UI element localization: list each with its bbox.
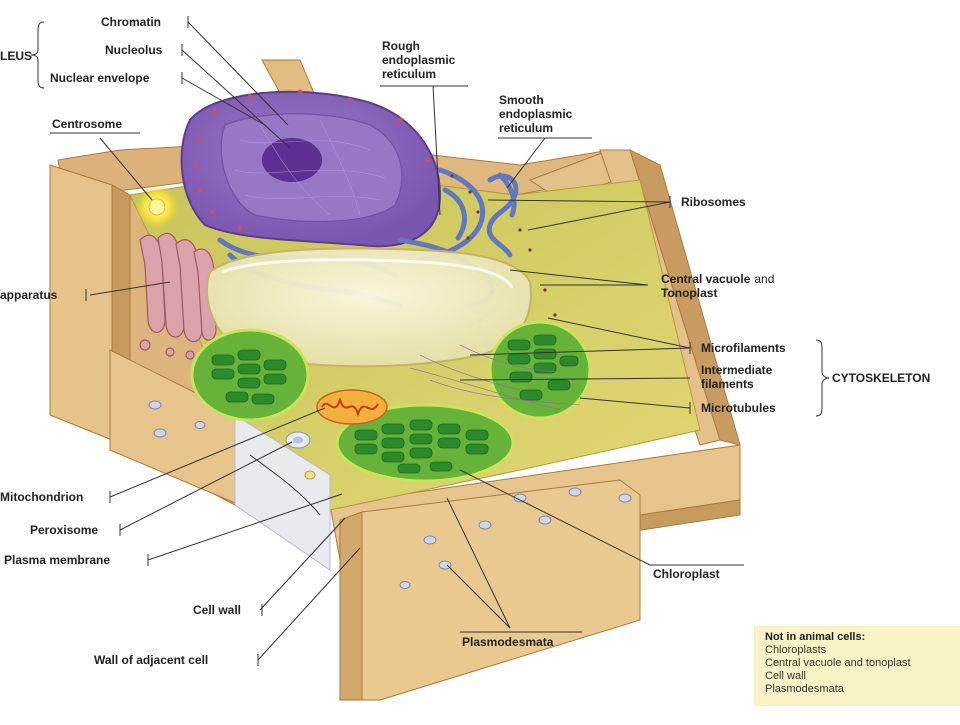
label-smooth-er-1: Smooth xyxy=(499,93,544,107)
label-centrosome: Centrosome xyxy=(52,117,122,131)
legend-not-in-animal-cells: Not in animal cells: Chloroplasts Centra… xyxy=(754,626,960,706)
leader-lines xyxy=(30,16,830,666)
mitochondrion xyxy=(316,389,388,425)
label-rough-er-2: endoplasmic xyxy=(382,53,456,67)
cytoskeleton-fibers xyxy=(409,344,581,411)
golgi-apparatus xyxy=(139,232,217,360)
label-microfilaments: Microfilaments xyxy=(701,341,786,355)
label-plasmodesmata: Plasmodesmata xyxy=(462,635,554,649)
label-tonoplast: Tonoplast xyxy=(661,286,717,300)
plasmodesmata-pits xyxy=(148,400,632,589)
chloroplast-front xyxy=(335,403,515,483)
label-cytoskeleton: CYTOSKELETON xyxy=(832,371,930,385)
label-chromatin: Chromatin xyxy=(101,15,161,29)
legend-item: Plasmodesmata xyxy=(765,683,844,695)
label-microtubules: Microtubules xyxy=(701,401,776,415)
legend-item: Central vacuole and tonoplast xyxy=(765,657,911,669)
cell-wall-front xyxy=(109,149,741,701)
label-peroxisome: Peroxisome xyxy=(30,523,98,537)
label-intermediate-filaments-2: filaments xyxy=(701,377,754,391)
label-central-vacuole-and: and xyxy=(754,272,774,286)
label-cell-wall: Cell wall xyxy=(193,603,241,617)
label-nucleus: LEUS xyxy=(0,49,32,63)
label-rough-er-1: Rough xyxy=(382,39,420,53)
label-rough-er-3: reticulum xyxy=(382,67,436,81)
label-central-vacuole-text: Central vacuole xyxy=(661,272,751,286)
label-smooth-er-3: reticulum xyxy=(499,121,553,135)
vesicle xyxy=(304,470,316,480)
label-smooth-er-2: endoplasmic xyxy=(499,107,573,121)
label-nucleolus: Nucleolus xyxy=(105,43,163,57)
labels: LEUS Chromatin Nucleolus Nuclear envelop… xyxy=(0,15,930,667)
nucleus xyxy=(180,89,442,248)
label-golgi: apparatus xyxy=(0,288,58,302)
label-intermediate-filaments-1: Intermediate xyxy=(701,363,773,377)
legend-title: Not in animal cells: xyxy=(765,631,866,643)
legend-item: Chloroplasts xyxy=(765,644,827,656)
label-nuclear-envelope: Nuclear envelope xyxy=(50,71,150,85)
label-plasma-membrane: Plasma membrane xyxy=(4,553,110,567)
label-mitochondrion: Mitochondrion xyxy=(0,490,83,504)
tonoplast xyxy=(221,258,514,289)
centrosome xyxy=(135,185,179,229)
chloroplast-left xyxy=(190,328,310,422)
legend-item: Cell wall xyxy=(765,670,806,682)
label-chloroplast: Chloroplast xyxy=(653,567,720,581)
peroxisome xyxy=(285,431,311,449)
plasma-membrane-surface xyxy=(234,414,331,571)
label-wall-of-adjacent-cell: Wall of adjacent cell xyxy=(94,653,208,667)
nucleolus xyxy=(262,138,322,182)
label-ribosomes: Ribosomes xyxy=(681,195,746,209)
